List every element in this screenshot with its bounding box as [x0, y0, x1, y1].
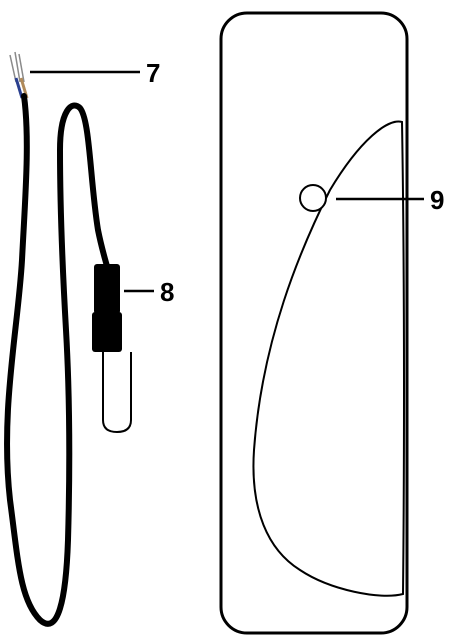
- callout-7-label: 7: [146, 58, 160, 88]
- callout-8: 8: [124, 277, 174, 307]
- mount-hole: [299, 184, 327, 212]
- probe-sleeve-collar: [92, 312, 122, 352]
- temperature-probe-cable: [4, 51, 132, 627]
- callout-7: 7: [30, 58, 160, 88]
- probe-cable: [4, 93, 111, 627]
- probe-sleeve-upper: [94, 264, 120, 314]
- sensor-housing: [219, 11, 409, 635]
- bare-wire-tips: [9, 51, 29, 99]
- housing-recess: [252, 120, 405, 597]
- callout-8-label: 8: [160, 277, 174, 307]
- probe-tip: [102, 352, 132, 434]
- housing-outline: [219, 11, 409, 635]
- callout-9-label: 9: [430, 185, 444, 215]
- callout-9: 9: [336, 185, 444, 215]
